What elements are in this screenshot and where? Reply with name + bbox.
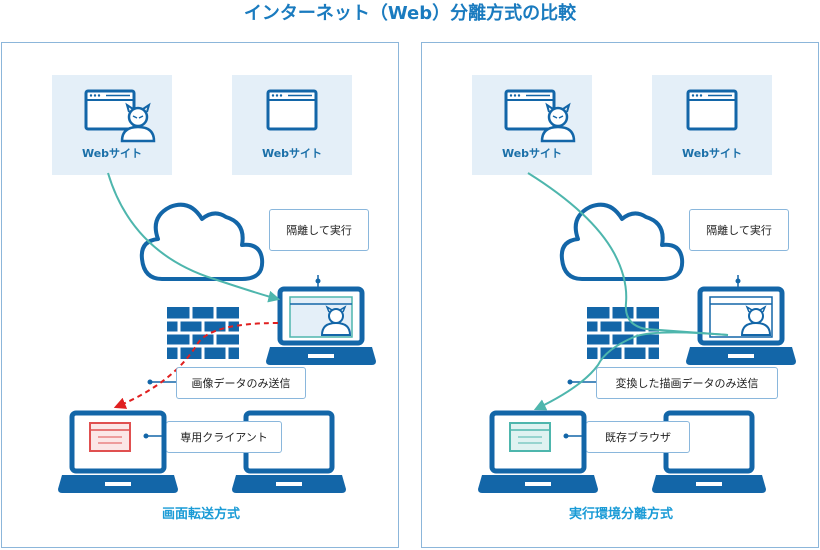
website-box-safe: Webサイト bbox=[652, 75, 772, 175]
access-flow-line bbox=[107, 172, 281, 303]
method-label: 画面転送方式 bbox=[161, 507, 240, 522]
access-flow-line bbox=[527, 172, 729, 336]
website-label: Webサイト bbox=[261, 147, 323, 160]
firewall-icon bbox=[587, 307, 659, 359]
firewall-icon bbox=[167, 307, 239, 359]
website-box-malicious: Webサイト bbox=[472, 75, 592, 175]
website-label: Webサイト bbox=[681, 147, 743, 160]
method-label: 実行環境分離方式 bbox=[568, 507, 673, 522]
website-label: Webサイト bbox=[81, 147, 143, 160]
website-box-safe: Webサイト bbox=[232, 75, 352, 175]
isolation-server-laptop-icon bbox=[266, 286, 376, 365]
client-laptop-icon bbox=[478, 410, 598, 493]
callout-transfer: 変換した描画データのみ送信 bbox=[596, 367, 778, 399]
callout-client: 既存ブラウザ bbox=[586, 421, 690, 453]
cloud-icon bbox=[559, 202, 685, 281]
callout-transfer: 画像データのみ送信 bbox=[176, 367, 306, 399]
browser-window-icon bbox=[266, 89, 318, 131]
callout-isolate: 隔離して実行 bbox=[689, 209, 789, 251]
website-label: Webサイト bbox=[501, 147, 563, 160]
browser-window-icon bbox=[686, 89, 738, 131]
callout-client: 専用クライアント bbox=[166, 421, 282, 453]
browser-window-with-hacker-icon bbox=[504, 89, 576, 143]
image-data-flow-line bbox=[113, 322, 279, 409]
right-diagram-graphics bbox=[478, 172, 796, 493]
callout-isolate: 隔離して実行 bbox=[269, 209, 369, 251]
panel-environment-isolation: Webサイト Webサイト bbox=[421, 42, 819, 548]
laptop-icon bbox=[652, 410, 766, 493]
isolation-server-laptop-icon bbox=[686, 286, 796, 365]
browser-window-with-hacker-icon bbox=[84, 89, 156, 143]
website-box-malicious: Webサイト bbox=[52, 75, 172, 175]
diagram-title: インターネット（Web）分離方式の比較 bbox=[243, 3, 577, 24]
client-laptop-icon bbox=[58, 410, 178, 493]
panel-screen-transfer: Webサイト Webサイト bbox=[1, 42, 399, 548]
render-data-flow-line bbox=[533, 331, 729, 411]
cloud-icon bbox=[139, 202, 265, 281]
left-diagram-graphics bbox=[58, 172, 376, 493]
